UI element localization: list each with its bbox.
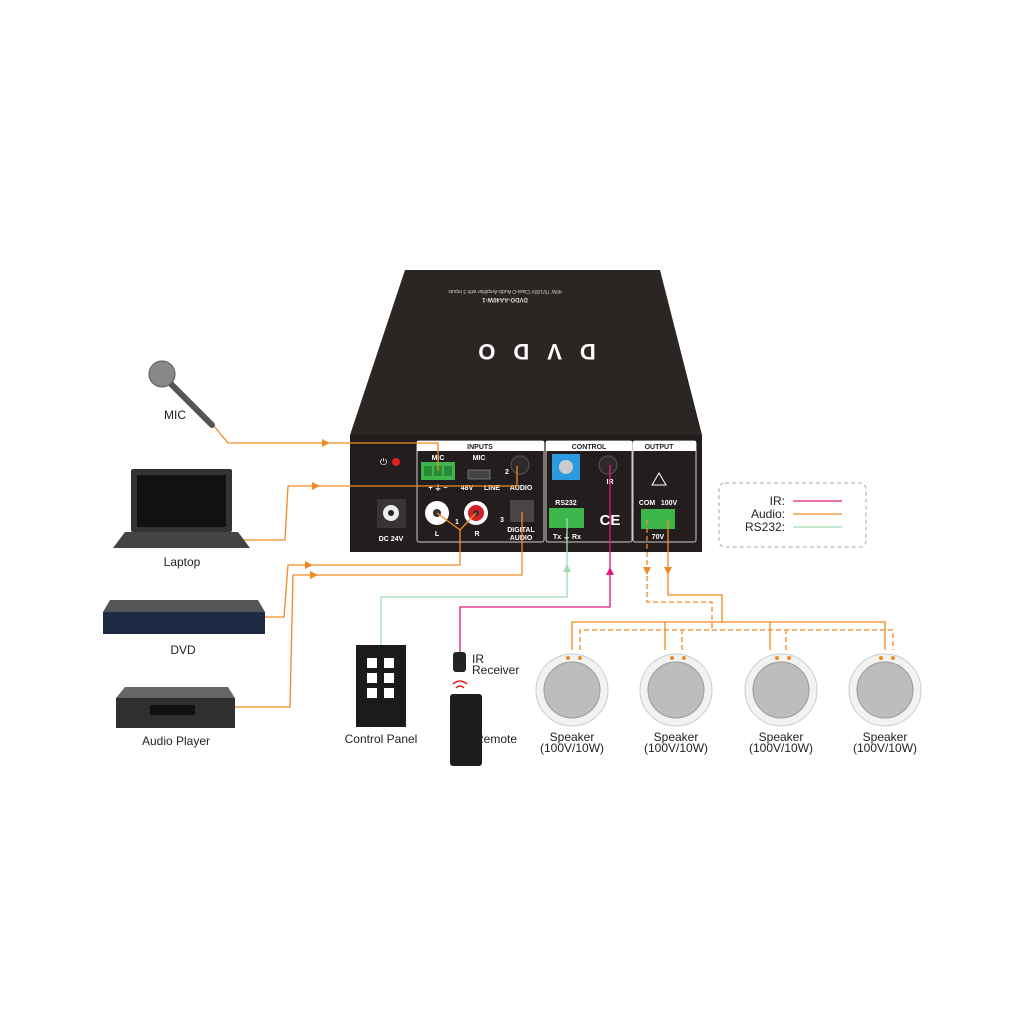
speaker xyxy=(744,653,818,727)
input3-number: 3 xyxy=(500,517,504,524)
arrows xyxy=(305,439,672,579)
rs232-label: RS232 xyxy=(555,500,577,507)
inputs-header: INPUTS xyxy=(467,444,493,451)
ir-receiver-label-2: Receiver xyxy=(472,663,519,677)
legend-label: RS232: xyxy=(745,520,785,534)
mic-label: MIC xyxy=(164,408,186,422)
speaker-label: Speaker xyxy=(654,730,699,744)
dvd-wire xyxy=(265,512,477,618)
switch-mic-label: MIC xyxy=(473,455,486,462)
model-label: DVDO-AA40W-1 xyxy=(482,296,528,302)
switch-line-label: LINE xyxy=(484,485,500,492)
power-led xyxy=(392,458,400,466)
input2-number: 2 xyxy=(505,469,509,476)
speaker-spec: (100V/10W) xyxy=(853,741,917,755)
audio-jack[interactable] xyxy=(510,455,530,475)
rs232-wire xyxy=(380,518,568,645)
model-description: 40W 70/100V Class-D Audio Amplifier with… xyxy=(448,288,562,294)
front-panel xyxy=(350,435,702,552)
com-bus xyxy=(579,520,894,650)
speaker xyxy=(535,653,609,727)
laptop-wire xyxy=(240,466,518,541)
digital-audio-label: AUDIO xyxy=(510,535,533,542)
100v-bus xyxy=(571,520,886,650)
brand-logo: DVDO xyxy=(460,339,596,364)
audio-jack-label: AUDIO xyxy=(510,485,533,492)
speaker-terminal[interactable] xyxy=(641,509,675,529)
70v-label: 70V xyxy=(652,534,665,541)
ir-signal-icon xyxy=(452,680,468,689)
ir-wire xyxy=(459,465,611,652)
amplifier-top xyxy=(350,270,702,435)
speaker-spec: (100V/10W) xyxy=(644,741,708,755)
speaker xyxy=(639,653,713,727)
speaker xyxy=(848,653,922,727)
com-label: COM xyxy=(639,500,656,507)
speaker-label: Speaker xyxy=(863,730,908,744)
control-panel-label: Control Panel xyxy=(345,732,418,746)
legend xyxy=(718,482,867,548)
ir-receiver xyxy=(453,652,466,672)
mic-pins-label: + ⏚ − xyxy=(428,484,447,492)
control-header: CONTROL xyxy=(572,444,607,451)
mic-wire xyxy=(213,425,439,471)
speaker-label: Speaker xyxy=(759,730,804,744)
power-icon: ⏻ xyxy=(380,457,387,467)
speaker-label: Speaker xyxy=(550,730,595,744)
laptop-label: Laptop xyxy=(164,555,201,569)
mic-line-switch[interactable] xyxy=(467,469,491,480)
speaker-spec: (100V/10W) xyxy=(540,741,604,755)
ir-receiver-label: IR xyxy=(472,652,484,666)
amplifier: DVDO-AA40W-1 40W 70/100V Class-D Audio A… xyxy=(350,270,702,552)
warning-icon xyxy=(651,472,667,486)
dc-label: DC 24V xyxy=(379,536,404,543)
dvd-player xyxy=(103,600,265,634)
100v-label: 100V xyxy=(661,500,678,507)
remote xyxy=(450,694,482,766)
speaker-spec: (100V/10W) xyxy=(749,741,813,755)
input1-number: 1 xyxy=(455,519,459,526)
audio-player-label: Audio Player xyxy=(142,734,210,748)
laptop xyxy=(113,469,250,548)
output-header: OUTPUT xyxy=(645,444,675,451)
ir-jack[interactable] xyxy=(598,455,618,475)
audio-player xyxy=(116,687,235,728)
optical-port[interactable] xyxy=(510,500,534,522)
audio-player-wire xyxy=(235,512,523,708)
microphone xyxy=(148,360,215,428)
rca-r-label: R xyxy=(474,531,479,538)
rca-l-label: L xyxy=(435,531,440,538)
switch-48v-label: 48V xyxy=(461,485,474,492)
control-panel xyxy=(356,645,406,727)
remote-label: Remote xyxy=(475,732,517,746)
dvd-label: DVD xyxy=(170,643,196,657)
legend-label: IR: xyxy=(770,494,785,508)
legend-label: Audio: xyxy=(751,507,785,521)
wires xyxy=(213,425,894,708)
